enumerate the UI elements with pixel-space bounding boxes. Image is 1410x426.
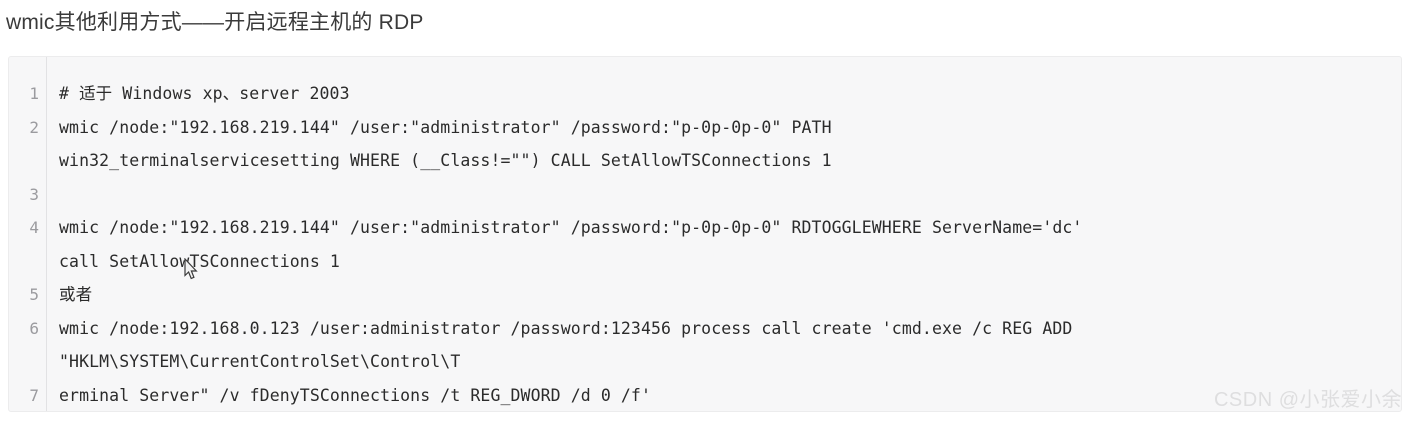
code-line-7: erminal Server" /v fDenyTSConnections /t… — [59, 385, 651, 405]
line-number: 7 — [29, 385, 39, 405]
code-line-4-segment-2: call SetAllowTSConnections 1 — [59, 251, 340, 271]
page-title: wmic其他利用方式——开启远程主机的 RDP — [6, 11, 424, 34]
code-line-1: # 适于 Windows xp、server 2003 — [59, 84, 350, 103]
code-line-6-segment-2: "HKLM\SYSTEM\CurrentControlSet\Control\T — [59, 352, 461, 371]
line-number: 2 — [29, 117, 39, 137]
code-line-2: wmic /node:"192.168.219.144" /user:"admi… — [59, 111, 1391, 178]
code-line-2-segment-1: wmic /node:"192.168.219.144" /user:"admi… — [59, 117, 832, 137]
code-block: 1 2 3 4 5 6 7 # 适于 Windows xp、server 200… — [8, 56, 1402, 412]
code-line-5: 或者 — [59, 285, 93, 304]
line-number-spacer — [9, 245, 46, 279]
line-number: 5 — [29, 285, 39, 304]
code-line-3 — [59, 178, 1391, 212]
line-number-gutter: 1 2 3 4 5 6 7 — [9, 57, 47, 411]
code-content[interactable]: # 适于 Windows xp、server 2003 wmic /node:"… — [47, 57, 1401, 411]
line-number: 4 — [29, 218, 39, 237]
line-number-spacer — [9, 345, 46, 379]
code-line-2-segment-2: win32_terminalservicesetting WHERE (__Cl… — [59, 151, 832, 170]
line-number: 3 — [29, 184, 39, 204]
code-line-6: wmic /node:192.168.0.123 /user:administr… — [59, 312, 1391, 379]
line-number: 1 — [29, 84, 39, 103]
line-number: 6 — [29, 318, 39, 338]
code-table: 1 2 3 4 5 6 7 # 适于 Windows xp、server 200… — [9, 57, 1401, 411]
code-line-6-segment-1: wmic /node:192.168.0.123 /user:administr… — [59, 318, 1073, 338]
code-line-4-segment-1: wmic /node:"192.168.219.144" /user:"admi… — [59, 218, 1083, 237]
line-number-spacer — [9, 144, 46, 178]
code-line-4: wmic /node:"192.168.219.144" /user:"admi… — [59, 211, 1391, 278]
